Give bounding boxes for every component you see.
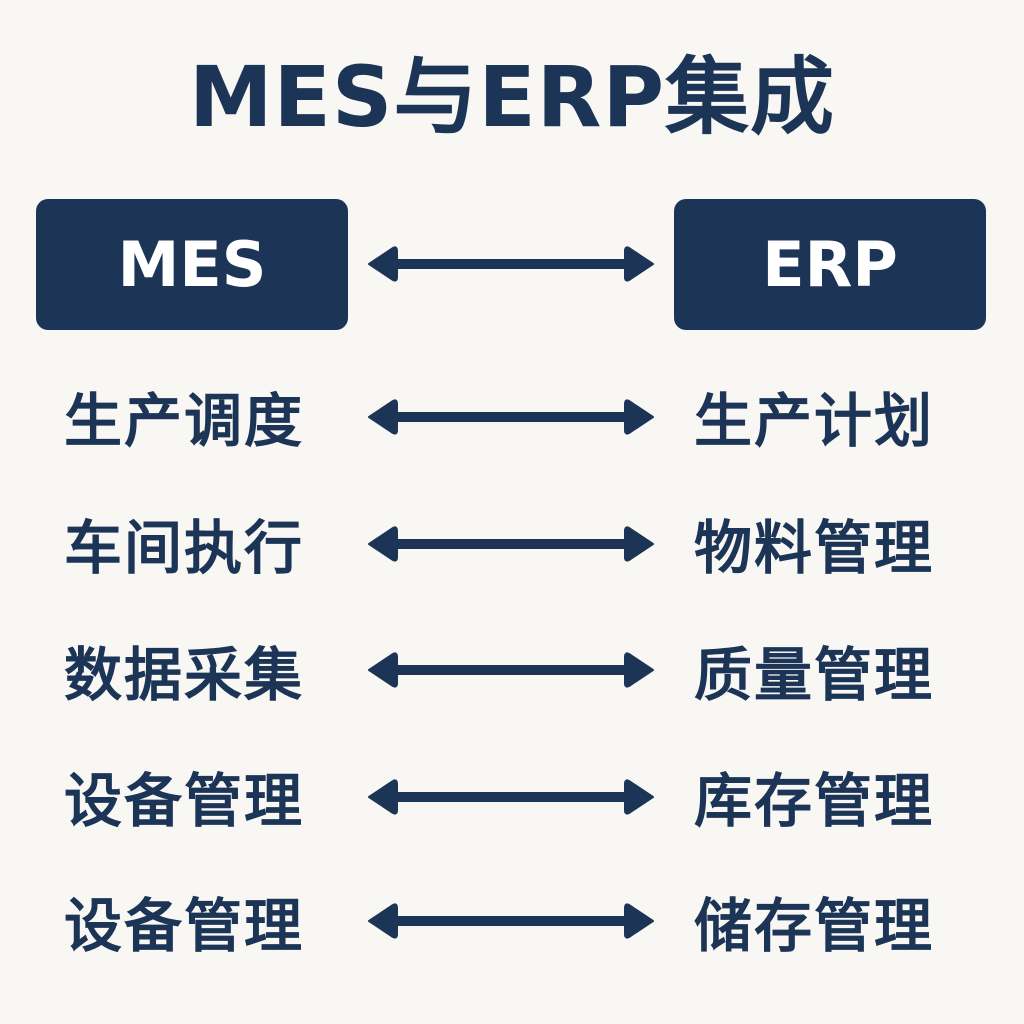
mes-function-label: 设备管理 <box>64 767 305 835</box>
erp-function-label: 生产计划 <box>694 387 935 455</box>
mes-function-label: 生产调度 <box>64 387 305 455</box>
erp-function-label: 物料管理 <box>694 514 935 582</box>
double-arrow-icon <box>365 775 657 819</box>
erp-system-label: ERP <box>762 228 898 301</box>
mes-system-label: MES <box>117 228 267 301</box>
double-arrow-icon <box>365 395 657 439</box>
system-link-arrow-icon <box>365 242 657 286</box>
erp-function-label: 储存管理 <box>694 892 935 960</box>
mes-function-label: 车间执行 <box>64 514 305 582</box>
erp-function-label: 质量管理 <box>694 641 935 709</box>
double-arrow-icon <box>365 522 657 566</box>
mes-function-label: 数据采集 <box>64 641 305 709</box>
erp-system-box: ERP <box>674 199 986 330</box>
diagram-title: MES与ERP集成 <box>188 48 836 146</box>
double-arrow-icon <box>365 648 657 692</box>
mes-system-box: MES <box>36 199 348 330</box>
erp-function-label: 库存管理 <box>694 767 935 835</box>
mes-function-label: 设备管理 <box>64 892 305 960</box>
double-arrow-icon <box>365 899 657 943</box>
